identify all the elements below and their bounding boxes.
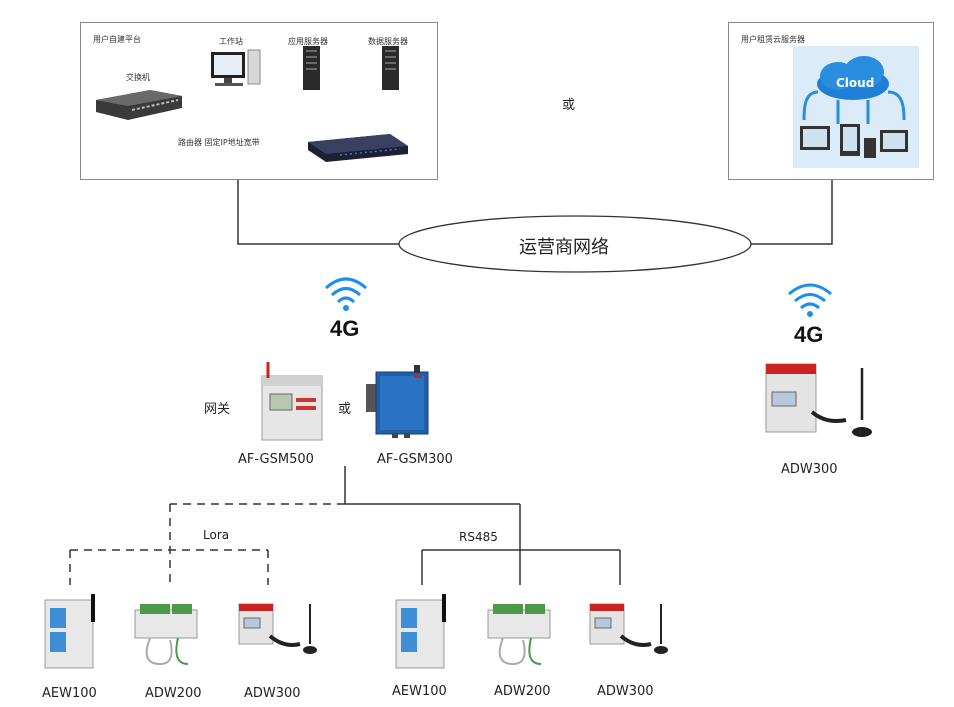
local-platform-title: 用户自建平台	[93, 35, 141, 44]
app-server-label: 应用服务器	[288, 37, 328, 46]
gateway-label: 网关	[204, 402, 231, 417]
cloud-text: Cloud	[836, 76, 875, 90]
router-label: 路由器 固定IP地址宽带	[178, 138, 260, 147]
right-4g-label: 4G	[794, 322, 824, 347]
lora-label: Lora	[203, 528, 230, 542]
right-group-label-2: ADW200	[494, 684, 551, 699]
af-gsm300-label: AF-GSM300	[377, 452, 453, 467]
workstation-label: 工作站	[219, 37, 243, 46]
carrier-network-label: 运营商网络	[519, 237, 609, 258]
or-label-gateway: 或	[338, 402, 352, 417]
left-4g-label: 4G	[330, 316, 360, 341]
rs485-label: RS485	[459, 530, 498, 544]
left-group-label-1: AEW100	[42, 686, 97, 701]
left-group-label-3: ADW300	[244, 686, 301, 701]
cloud-platform-title: 用户租赁云服务器	[741, 35, 805, 44]
right-group-label-1: AEW100	[392, 684, 447, 699]
left-group-label-2: ADW200	[145, 686, 202, 701]
right-adw300-label: ADW300	[781, 462, 838, 477]
switch-label: 交换机	[126, 73, 150, 82]
or-label-top: 或	[562, 98, 576, 113]
right-group-label-3: ADW300	[597, 684, 654, 699]
data-server-label: 数据服务器	[368, 37, 408, 46]
af-gsm500-label: AF-GSM500	[238, 452, 314, 467]
